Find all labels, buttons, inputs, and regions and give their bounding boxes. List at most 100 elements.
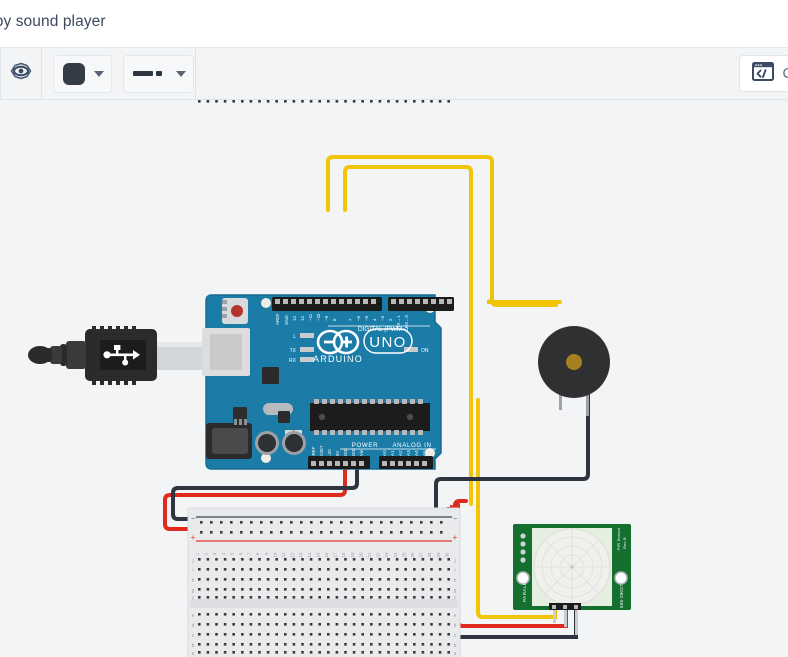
chip-small xyxy=(262,367,279,384)
svg-text:a: a xyxy=(454,651,457,657)
code-button[interactable]: Co xyxy=(739,55,788,92)
svg-text:9: 9 xyxy=(264,552,269,555)
svg-text:28: 28 xyxy=(427,552,432,557)
svg-text:19: 19 xyxy=(350,552,355,557)
svg-text:16: 16 xyxy=(324,552,329,557)
circuit-canvas[interactable]: AREF GND 13 12 ~11 ~10 ~9 8 7 ~6 ~5 4 ~3… xyxy=(0,100,788,657)
chevron-down-icon xyxy=(176,70,186,77)
svg-text:d: d xyxy=(192,623,195,629)
wire-color-dropdown[interactable] xyxy=(53,54,112,93)
svg-text:13: 13 xyxy=(292,316,297,321)
wire-pin10-pir[interactable] xyxy=(343,165,473,506)
visibility-toggle-button[interactable] xyxy=(1,48,41,99)
svg-text:RESET: RESET xyxy=(319,445,324,460)
svg-text:7: 7 xyxy=(348,318,353,321)
svg-text:h: h xyxy=(192,578,195,584)
toolbar-divider-mid xyxy=(41,48,42,99)
chip-tiny xyxy=(278,411,290,423)
digital-header-right[interactable] xyxy=(388,297,454,311)
row-letters-right: jih gf edc ba xyxy=(453,558,456,657)
pir-part-number-label: 555-28027 xyxy=(619,584,624,608)
svg-text:~5: ~5 xyxy=(364,315,369,321)
svg-text:24: 24 xyxy=(393,552,398,557)
wire-buzzer-gnd[interactable] xyxy=(434,370,590,522)
digital-pin-labels: AREF GND 13 12 ~11 ~10 ~9 8 7 ~6 ~5 4 ~3… xyxy=(275,313,409,328)
analog-pin-labels: A0 A1 A2 A3 A4 A5 xyxy=(382,450,427,456)
svg-text:30: 30 xyxy=(444,552,449,557)
wire-pin10-pir-lower[interactable] xyxy=(476,398,557,619)
svg-text:1: 1 xyxy=(195,552,200,555)
svg-text:~6: ~6 xyxy=(356,315,361,321)
svg-text:i: i xyxy=(454,568,455,574)
page-title: epy sound player xyxy=(0,13,106,30)
pir-brand-label: PARALLAX xyxy=(522,575,527,602)
wire-style-dropdown[interactable] xyxy=(123,54,194,93)
svg-text:A2: A2 xyxy=(398,450,403,456)
led-label-rx: RX xyxy=(289,358,297,364)
center-channel xyxy=(190,599,458,608)
svg-text:A5: A5 xyxy=(422,450,427,456)
svg-text:6: 6 xyxy=(238,552,243,555)
svg-text:GND: GND xyxy=(284,315,289,325)
code-window-icon xyxy=(752,61,775,86)
usb-icon xyxy=(103,345,140,366)
svg-text:5: 5 xyxy=(229,552,234,555)
mount-hole xyxy=(425,448,435,458)
pir-rev-label: Rev B xyxy=(622,537,627,549)
svg-text:2: 2 xyxy=(388,318,393,321)
usb-cable[interactable] xyxy=(28,326,225,385)
power-pin-labels: IOREF RESET 3.3V 5V GND GND Vin xyxy=(311,445,364,460)
svg-text:e: e xyxy=(192,613,195,619)
mount-hole xyxy=(261,453,271,463)
code-button-label: Co xyxy=(782,65,788,82)
pir-model-label: PIR Sensor xyxy=(616,527,621,550)
svg-text:~10: ~10 xyxy=(316,313,321,321)
svg-text:f: f xyxy=(192,596,194,602)
wire-5v-rail[interactable] xyxy=(163,456,347,531)
arduino-uno-board[interactable]: AREF GND 13 12 ~11 ~10 ~9 8 7 ~6 ~5 4 ~3… xyxy=(202,294,454,470)
svg-text:Vin: Vin xyxy=(359,449,364,456)
svg-text:g: g xyxy=(454,588,457,594)
svg-text:A3: A3 xyxy=(406,450,411,456)
power-header-label: POWER xyxy=(352,442,378,449)
svg-text:14: 14 xyxy=(307,552,312,557)
row-letters-left: jih gf edc ba xyxy=(191,558,194,657)
svg-text:e: e xyxy=(454,613,457,619)
svg-text:A1: A1 xyxy=(390,450,395,456)
svg-text:25: 25 xyxy=(401,552,406,557)
svg-text:11: 11 xyxy=(281,552,286,557)
buzzer-hole xyxy=(566,354,582,370)
wire-pin11-buzzer[interactable] xyxy=(326,155,562,304)
toolbar-divider-left xyxy=(0,48,1,99)
svg-text:~11: ~11 xyxy=(308,313,313,321)
svg-text:17: 17 xyxy=(333,552,338,557)
mount-hole xyxy=(261,298,271,308)
piezo-buzzer[interactable] xyxy=(538,326,610,416)
color-swatch xyxy=(63,62,85,85)
wire-pin11-buzzer-seg2[interactable] xyxy=(490,288,558,307)
svg-text:5V: 5V xyxy=(335,451,340,456)
svg-text:g: g xyxy=(192,588,195,594)
arduino-logo xyxy=(316,329,360,355)
svg-text:j: j xyxy=(191,558,193,564)
led-label-tx: TX xyxy=(290,348,297,354)
svg-text:21: 21 xyxy=(367,552,372,557)
svg-text:12: 12 xyxy=(290,552,295,557)
svg-text:22: 22 xyxy=(376,552,381,557)
chevron-down-icon xyxy=(94,70,104,77)
breadboard-main-grid xyxy=(198,100,450,654)
svg-text:i: i xyxy=(192,568,193,574)
svg-text:IOREF: IOREF xyxy=(311,446,316,460)
svg-text:TX→1: TX→1 xyxy=(396,315,401,328)
svg-text:10: 10 xyxy=(272,552,277,557)
breadboard[interactable]: − − + + − − + + {} xyxy=(187,100,461,657)
svg-text:A4: A4 xyxy=(414,450,419,456)
pir-sensor[interactable]: PARALLAX PIR Sensor Rev B 555-28027 xyxy=(513,524,631,635)
led-label-l: L xyxy=(293,334,296,340)
breadboard-holes xyxy=(200,521,443,534)
svg-text:AREF: AREF xyxy=(275,313,280,325)
svg-text:18: 18 xyxy=(341,552,346,557)
wire-gnd-rail[interactable] xyxy=(171,456,359,521)
svg-text:15: 15 xyxy=(315,552,320,557)
